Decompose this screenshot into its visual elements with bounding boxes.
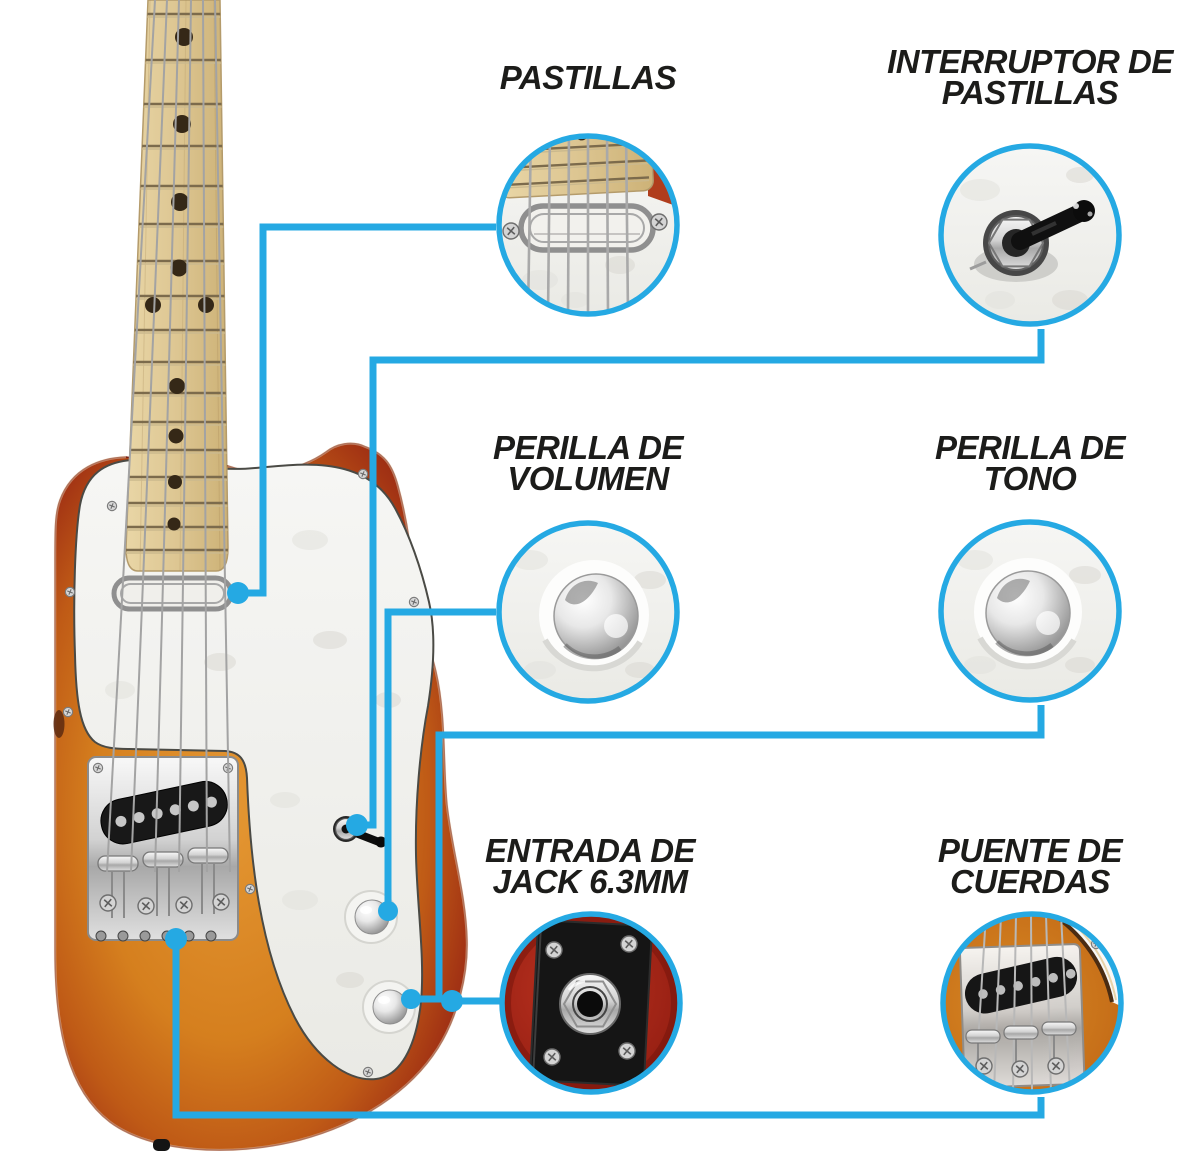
pickguard-screw bbox=[64, 586, 76, 598]
body-side-hole bbox=[53, 710, 65, 738]
pickguard-screw bbox=[408, 596, 420, 608]
callout-interruptor bbox=[938, 143, 1122, 327]
callout-ring-puente bbox=[940, 911, 1124, 1095]
connectors bbox=[165, 223, 1045, 1119]
connector-puente bbox=[172, 939, 1045, 1119]
callout-photo-tono bbox=[941, 522, 1119, 700]
bridge-assembly bbox=[87, 756, 239, 942]
callout-puente bbox=[940, 911, 1124, 1095]
pickguard-screw bbox=[362, 1066, 374, 1078]
callout-ring-volumen bbox=[496, 520, 680, 704]
connector-volumen bbox=[384, 608, 496, 911]
connector-dot-pastillas bbox=[227, 582, 249, 604]
pickguard-screw bbox=[357, 468, 369, 480]
pickguard-screw bbox=[244, 883, 256, 895]
callout-jack bbox=[499, 911, 683, 1095]
callout-photo-interruptor bbox=[941, 146, 1119, 324]
strap-button bbox=[153, 1139, 170, 1151]
callout-ring-tono bbox=[938, 519, 1122, 703]
connector-interruptor bbox=[357, 329, 1045, 829]
callout-photo-jack bbox=[502, 914, 680, 1092]
callout-tono bbox=[938, 519, 1122, 703]
connector-dot-volumen bbox=[378, 901, 398, 921]
connector-dot-interruptor bbox=[346, 814, 368, 836]
callout-ring-pastillas bbox=[496, 133, 680, 317]
connector-pastillas bbox=[238, 223, 496, 597]
guitar bbox=[53, 0, 469, 1151]
guitar-body-binding bbox=[53, 442, 469, 1151]
connector-dot-puente bbox=[165, 928, 187, 950]
callout-photo-pastillas bbox=[499, 136, 677, 314]
callout-ring-interruptor bbox=[938, 143, 1122, 327]
pickguard-screw bbox=[106, 500, 118, 512]
connector-dot-jack bbox=[441, 990, 463, 1012]
connector-tono bbox=[411, 705, 1045, 1003]
callout-photo-volumen bbox=[499, 523, 677, 701]
connector-dot-tono bbox=[401, 989, 421, 1009]
tone-knob bbox=[362, 980, 416, 1034]
callout-pastillas bbox=[496, 133, 680, 317]
fret-inlay-dots bbox=[145, 28, 214, 531]
pickguard-screw bbox=[62, 706, 74, 718]
string-ferrules bbox=[95, 930, 217, 942]
callout-ring-jack bbox=[499, 911, 683, 1095]
neck-pickup bbox=[111, 575, 234, 612]
callout-volumen bbox=[496, 520, 680, 704]
strings bbox=[106, 0, 231, 873]
label-pastillas: PASTILLAS bbox=[499, 59, 677, 96]
